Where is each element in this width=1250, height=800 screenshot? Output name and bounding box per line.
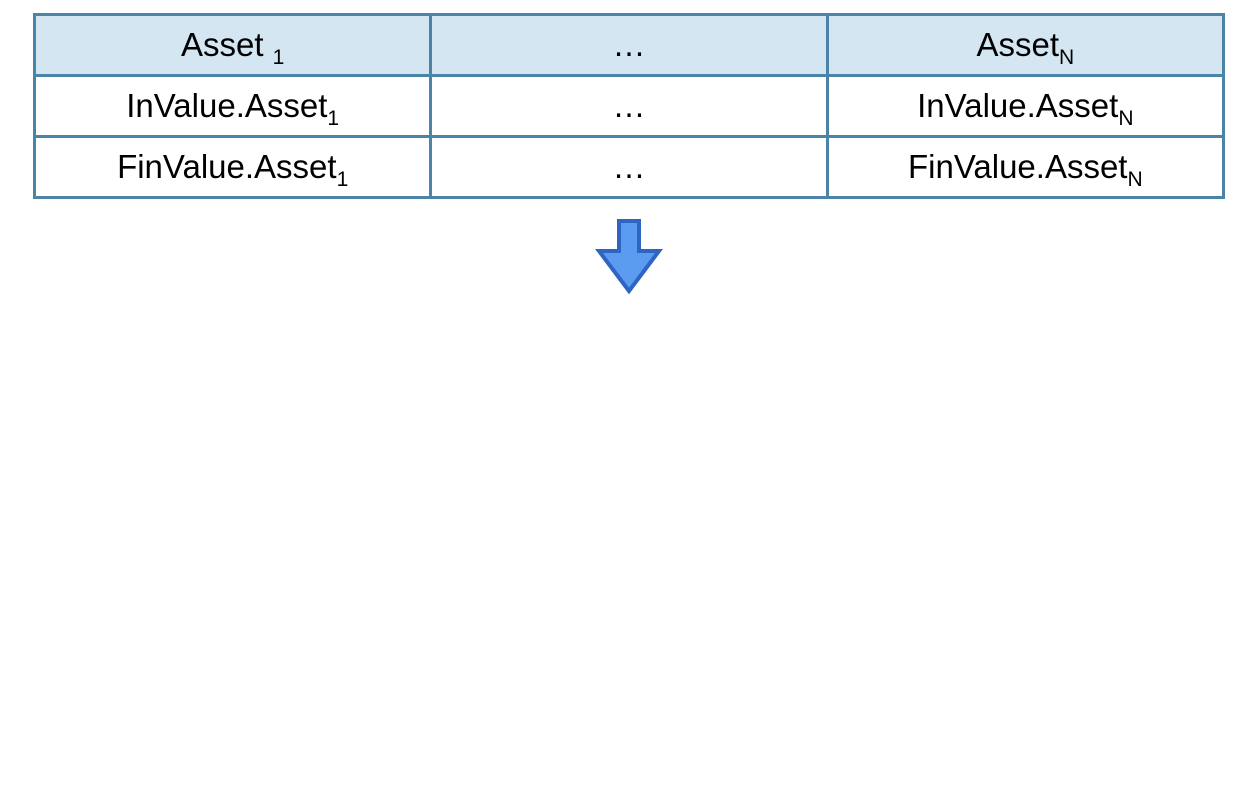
- table-row-finvalue: FinValue.Asset1 … FinValue.AssetN: [32, 135, 1226, 199]
- arrow-down-shape: [595, 219, 663, 295]
- arrow-down-icon: [595, 219, 663, 295]
- cell-text: Asset: [976, 26, 1060, 63]
- table-cell: InValue.AssetN: [825, 74, 1226, 138]
- cell-text: …: [612, 26, 646, 63]
- cell-subscript: 1: [272, 46, 285, 69]
- header-cell-asset-n: AssetN: [825, 13, 1226, 77]
- cell-text: FinValue.Asset: [117, 148, 337, 185]
- cell-text: Asset: [180, 26, 273, 63]
- cell-text: FinValue.Asset: [907, 148, 1128, 185]
- table-cell: …: [429, 74, 829, 138]
- cell-text: InValue.Asset: [126, 87, 328, 124]
- header-cell-ellipsis: …: [429, 13, 829, 77]
- table-cell: …: [429, 135, 829, 199]
- table-cell: FinValue.AssetN: [825, 135, 1226, 199]
- cell-subscript: 1: [336, 168, 349, 191]
- asset-table: Asset 1 … AssetN InValue.Asset1 … InValu…: [32, 13, 1226, 199]
- table-row-invalue: InValue.Asset1 … InValue.AssetN: [32, 74, 1226, 138]
- table-cell: InValue.Asset1: [32, 74, 433, 138]
- table-cell: FinValue.Asset1: [32, 135, 433, 199]
- cell-text: InValue.Asset: [917, 87, 1119, 124]
- cell-subscript: N: [1118, 107, 1134, 130]
- cell-subscript: N: [1059, 46, 1075, 69]
- table-header-row: Asset 1 … AssetN: [32, 13, 1226, 77]
- cell-text: …: [612, 148, 646, 185]
- cell-subscript: N: [1127, 168, 1143, 191]
- cell-subscript: 1: [327, 107, 340, 130]
- header-cell-asset-1: Asset 1: [32, 13, 433, 77]
- cell-text: …: [612, 87, 646, 124]
